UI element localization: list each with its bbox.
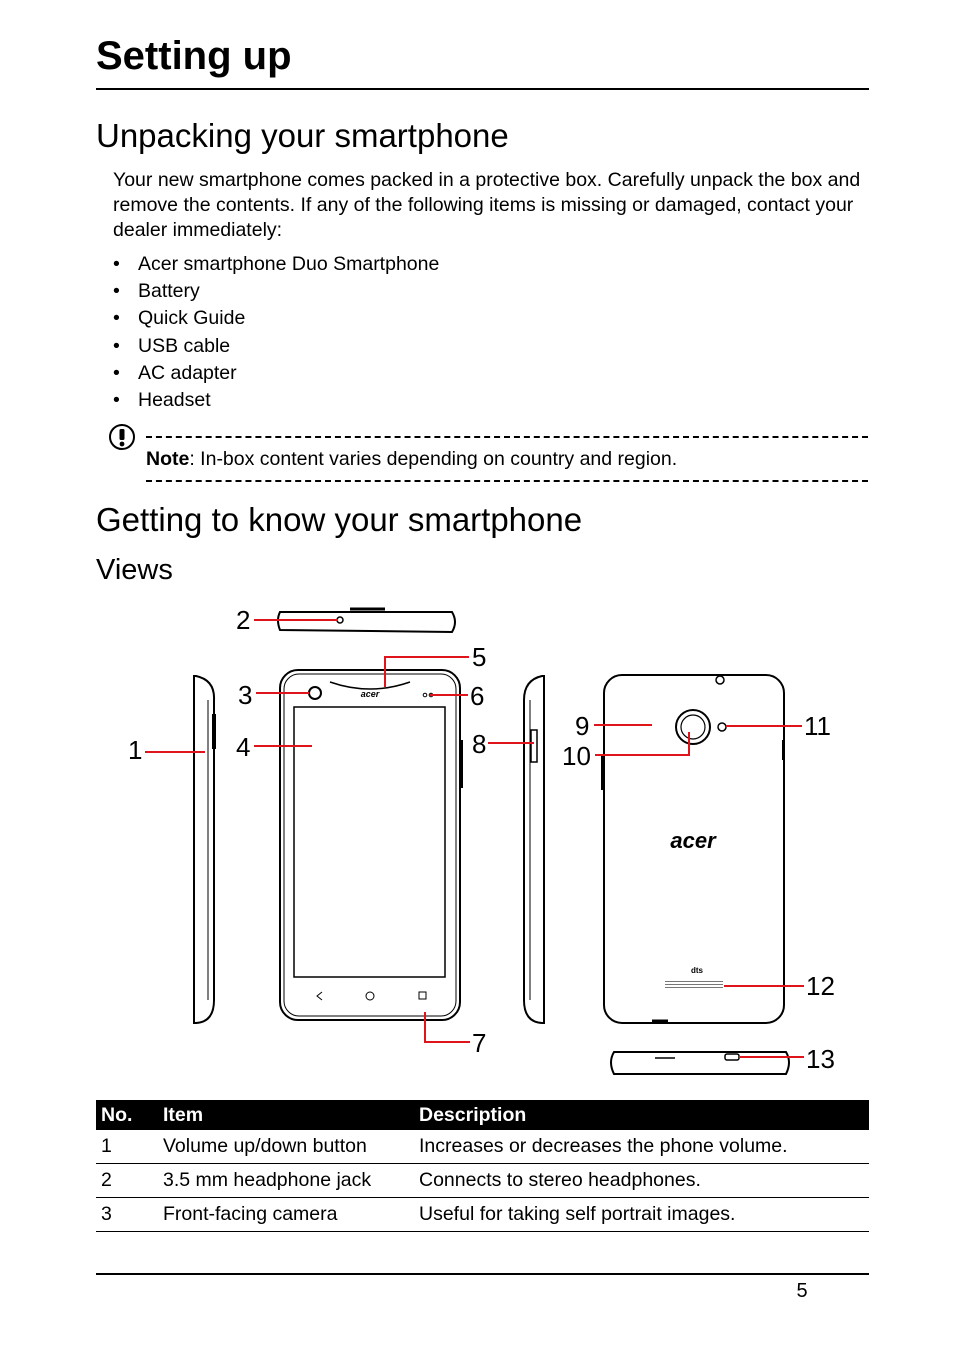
list-item-label: AC adapter [138,361,237,384]
cell-item: Front-facing camera [158,1197,414,1232]
cell-item: 3.5 mm headphone jack [158,1163,414,1198]
list-item-label: Battery [138,280,200,303]
cell-no: 3 [96,1197,158,1232]
note-divider-top [146,436,868,438]
list-item-label: USB cable [138,334,231,357]
bullet: • [113,361,120,384]
callout-7: 7 [472,1028,486,1058]
phone-left-side [193,675,216,1024]
phone-top-edge [277,611,456,634]
bullet: • [113,280,120,303]
callout-13: 13 [806,1044,835,1074]
table-row: 2 3.5 mm headphone jack Connects to ster… [96,1163,869,1198]
list-item: • Acer smartphone Duo Smartphone [113,251,439,278]
note-body: : In-box content varies depending on cou… [189,448,678,470]
table-header-row: No. Item Description [96,1100,869,1130]
list-item-label: Headset [138,388,211,411]
bullet: • [113,388,120,411]
list-item: • AC adapter [113,360,439,387]
phone-right-side [523,675,545,1024]
section-heading-getting-to-know: Getting to know your smartphone [96,501,583,538]
header-description: Description [414,1100,869,1130]
cell-item: Volume up/down button [158,1130,414,1164]
header-item: Item [158,1100,414,1130]
callout-12: 12 [806,971,835,1001]
header-no: No. [96,1100,158,1130]
front-acer-logo: acer [361,689,380,699]
list-item: • Battery [113,278,439,305]
cell-description: Connects to stereo headphones. [414,1163,869,1198]
table-row: 3 Front-facing camera Useful for taking … [96,1197,869,1232]
chapter-title: Setting up [96,34,292,78]
callout-4: 4 [236,732,250,762]
bullet: • [113,253,120,275]
phone-views-diagram: acer acer dts 1 2 3 4 5 6 7 8 9 10 11 12… [128,605,835,1075]
list-item-label: Quick Guide [138,307,246,330]
callout-3: 3 [238,680,252,710]
subheading-views: Views [96,554,173,586]
cell-no: 1 [96,1130,158,1164]
list-item: • Quick Guide [113,305,439,332]
cell-no: 2 [96,1163,158,1198]
parts-table: No. Item Description 1 Volume up/down bu… [96,1100,869,1232]
note-label: Note [146,448,190,470]
footer-rule [96,1273,869,1275]
callout-10: 10 [562,741,591,771]
rear-camera [675,709,711,745]
note-text: Note: In-box content varies depending on… [146,447,677,472]
callout-8: 8 [472,729,486,759]
table-row: 1 Volume up/down button Increases or dec… [96,1130,869,1164]
chapter-rule [96,88,869,90]
speaker-grille [665,981,723,988]
intro-paragraph: Your new smartphone comes packed in a pr… [113,169,861,241]
callout-11: 11 [804,711,831,741]
callout-6: 6 [470,681,484,711]
callout-lines [145,619,804,1058]
exclamation-icon [109,424,135,450]
page-number: 5 [796,1280,808,1302]
phone-bottom-edge [610,1051,790,1075]
front-screen [293,706,446,978]
contents-list: • Acer smartphone Duo Smartphone • Battery… [113,251,439,414]
callout-1: 1 [128,735,142,765]
list-item: • Headset [113,387,439,414]
list-item: • USB cable [113,333,439,360]
back-acer-logo: acer [670,828,717,853]
cell-description: Increases or decreases the phone volume. [414,1130,869,1164]
note-divider-bottom [146,480,868,482]
bullet: • [113,334,120,357]
phone-back [603,674,785,1024]
cell-description: Useful for taking self portrait images. [414,1197,869,1232]
callout-9: 9 [575,711,589,741]
list-item-label: Acer smartphone Duo Smartphone [138,253,440,275]
callout-2: 2 [236,605,250,635]
section-heading-unpacking: Unpacking your smartphone [96,117,509,154]
callout-5: 5 [472,642,486,672]
phone-front [279,669,461,1021]
dts-logo: dts [691,966,704,975]
bullet: • [113,307,120,330]
